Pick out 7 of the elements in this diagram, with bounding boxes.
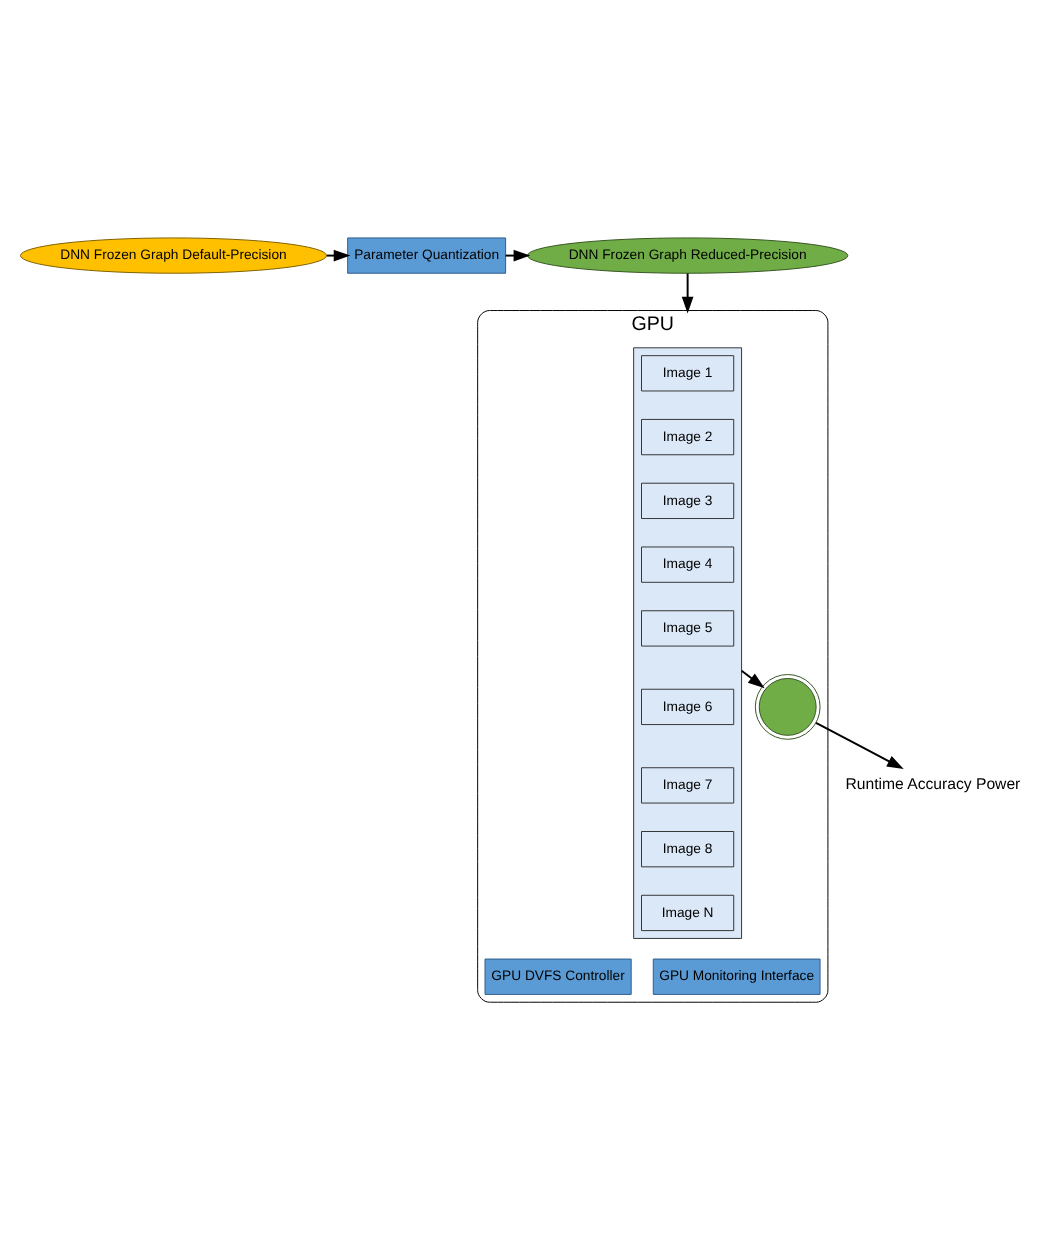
node-text: Runtime Accuracy Power (845, 774, 1021, 793)
arrow (815, 720, 904, 769)
arrow (681, 271, 694, 313)
cluster (633, 346, 743, 938)
arrow (504, 248, 531, 261)
arrow (325, 248, 351, 261)
arrow (740, 668, 765, 688)
